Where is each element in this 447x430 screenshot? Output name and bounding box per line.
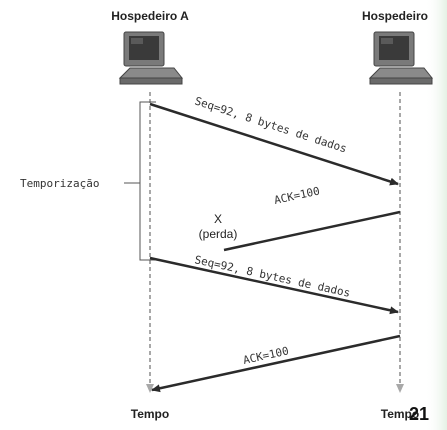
segment-arrow-2 bbox=[149, 256, 399, 315]
ack-label-2: ACK=100 bbox=[242, 344, 290, 367]
time-label-a: Tempo bbox=[131, 407, 169, 421]
host-a-label: Hospedeiro A bbox=[111, 9, 189, 23]
host-b-label: Hospedeiro bbox=[362, 9, 428, 23]
ack-arrow-lost bbox=[223, 210, 401, 252]
timeout-label: Temporização bbox=[20, 177, 99, 190]
computer-icon bbox=[118, 31, 184, 85]
timeout-bracket bbox=[139, 101, 156, 261]
segment-arrow-1 bbox=[149, 102, 399, 186]
ack-arrow-2 bbox=[151, 334, 401, 393]
time-label-b: Tempo bbox=[381, 407, 419, 421]
computer-icon bbox=[368, 31, 434, 85]
side-band bbox=[425, 0, 447, 430]
loss-marker: X bbox=[214, 212, 222, 226]
loss-label: (perda) bbox=[199, 227, 238, 241]
ack-label-1: ACK=100 bbox=[273, 184, 321, 207]
page-number: 21 bbox=[409, 404, 429, 424]
segment-label-2: Seq=92, 8 bytes de dados bbox=[193, 253, 351, 300]
